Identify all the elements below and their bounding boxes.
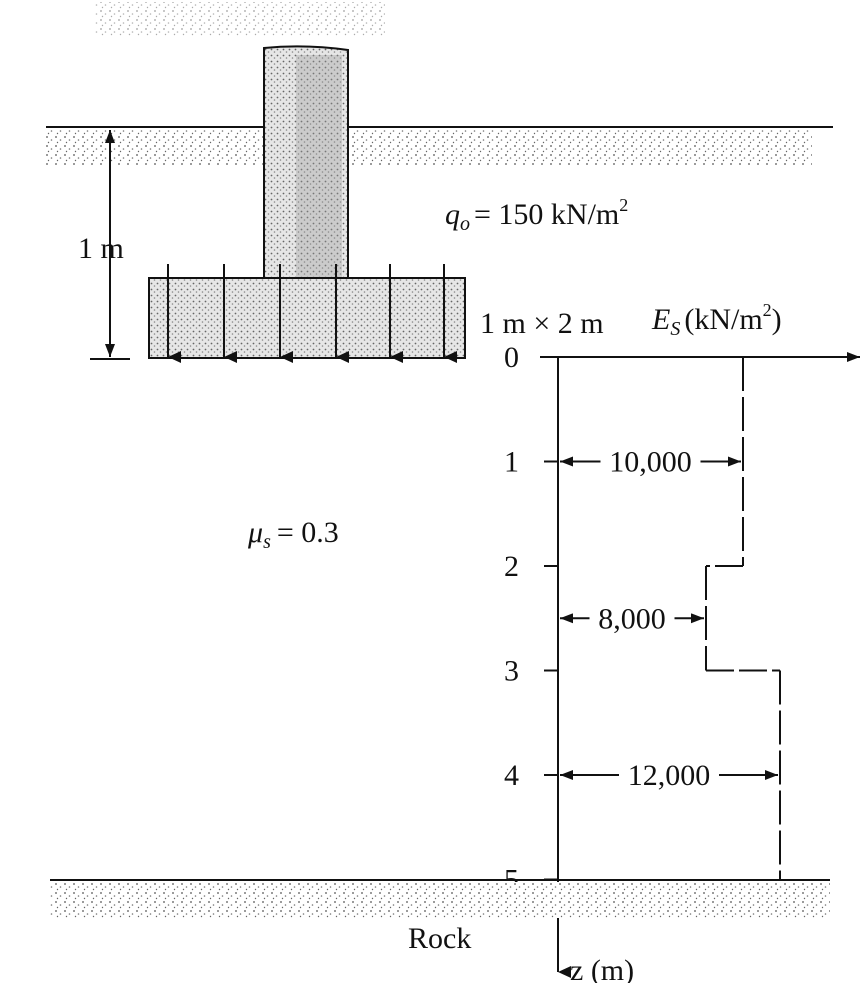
depth-tick-label: 3: [504, 655, 519, 688]
column-shading: [296, 55, 342, 278]
modulus-dimensions: 10,000 8,000 12,000: [560, 443, 778, 792]
top-smudge: [95, 2, 385, 36]
z-axis-label: z (m): [570, 954, 634, 983]
footing-slab: [148, 277, 466, 359]
depth-tick-label: 4: [504, 759, 519, 792]
depth-tick-label: 2: [504, 550, 519, 583]
pressure-label: qo= 150 kN/m2: [445, 195, 628, 235]
soil-texture-left: [46, 129, 264, 165]
rock-label: Rock: [408, 922, 471, 955]
poisson-ratio-label: μs= 0.3: [247, 516, 339, 553]
rock-texture: [50, 882, 830, 918]
modulus-value-label: 12,000: [628, 759, 711, 792]
modulus-value-label: 8,000: [598, 602, 666, 635]
concrete-column: [263, 45, 349, 279]
depth-label: 1 m: [78, 232, 124, 265]
modulus-value-label: 10,000: [609, 446, 692, 479]
x-axis-label: ES(kN/m2): [651, 300, 782, 340]
modulus-profile: [705, 357, 781, 880]
modulus-label-bg: [589, 600, 675, 635]
load-arrows: [167, 264, 457, 363]
modulus-label-bg: [600, 443, 701, 478]
soil-texture-right: [352, 129, 812, 165]
modulus-label-bg: [619, 757, 719, 791]
footing-size-label: 1 m × 2 m: [480, 307, 604, 340]
depth-tick-label: 1: [504, 446, 519, 479]
depth-tick-label: 0: [504, 341, 519, 374]
